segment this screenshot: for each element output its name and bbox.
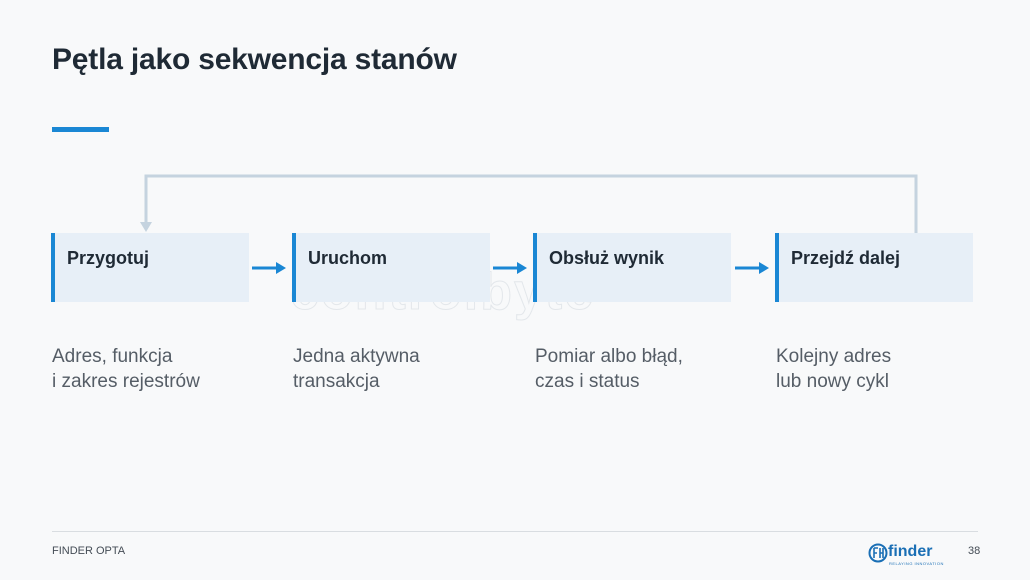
finder-logo-tagline: RELAYING INNOVATION <box>889 561 944 566</box>
loop-back-arrowhead <box>140 222 152 232</box>
finder-logo-text: finder <box>888 543 933 560</box>
flow-arrow-right <box>493 262 527 274</box>
slide-title: Pętla jako sekwencja stanów <box>52 43 457 76</box>
page-number: 38 <box>968 545 981 557</box>
title-accent-bar <box>52 127 109 132</box>
description-line: Pomiar albo błąd, <box>535 346 683 367</box>
step-label: Uruchom <box>308 248 388 268</box>
step-box-przejdz-dalej: Przejdź dalej <box>775 233 973 302</box>
step-description: Pomiar albo błąd, czas i status <box>535 344 735 394</box>
description-line: transakcja <box>293 371 380 392</box>
flow-arrow-right <box>735 262 769 274</box>
step-label: Obsłuż wynik <box>549 248 665 268</box>
step-description: Adres, funkcja i zakres rejestrów <box>52 344 252 394</box>
description-line: Jedna aktywna <box>293 346 420 367</box>
description-line: czas i status <box>535 371 640 392</box>
step-description: Kolejny adres lub nowy cykl <box>776 344 976 394</box>
flow-arrow-right <box>252 262 286 274</box>
finder-logo-icon <box>868 543 888 563</box>
step-box-uruchom: Uruchom <box>292 233 490 302</box>
step-box-obsluz-wynik: Obsłuż wynik <box>533 233 731 302</box>
step-box-przygotuj: Przygotuj <box>51 233 249 302</box>
step-label: Przejdź dalej <box>791 248 901 268</box>
description-line: lub nowy cykl <box>776 371 889 392</box>
footer-divider <box>52 531 978 532</box>
description-line: Kolejny adres <box>776 346 892 367</box>
step-label: Przygotuj <box>67 248 150 268</box>
description-line: Adres, funkcja <box>52 346 173 367</box>
step-description: Jedna aktywna transakcja <box>293 344 493 394</box>
description-line: i zakres rejestrów <box>52 371 200 392</box>
footer-brand: FINDER OPTA <box>52 545 126 557</box>
